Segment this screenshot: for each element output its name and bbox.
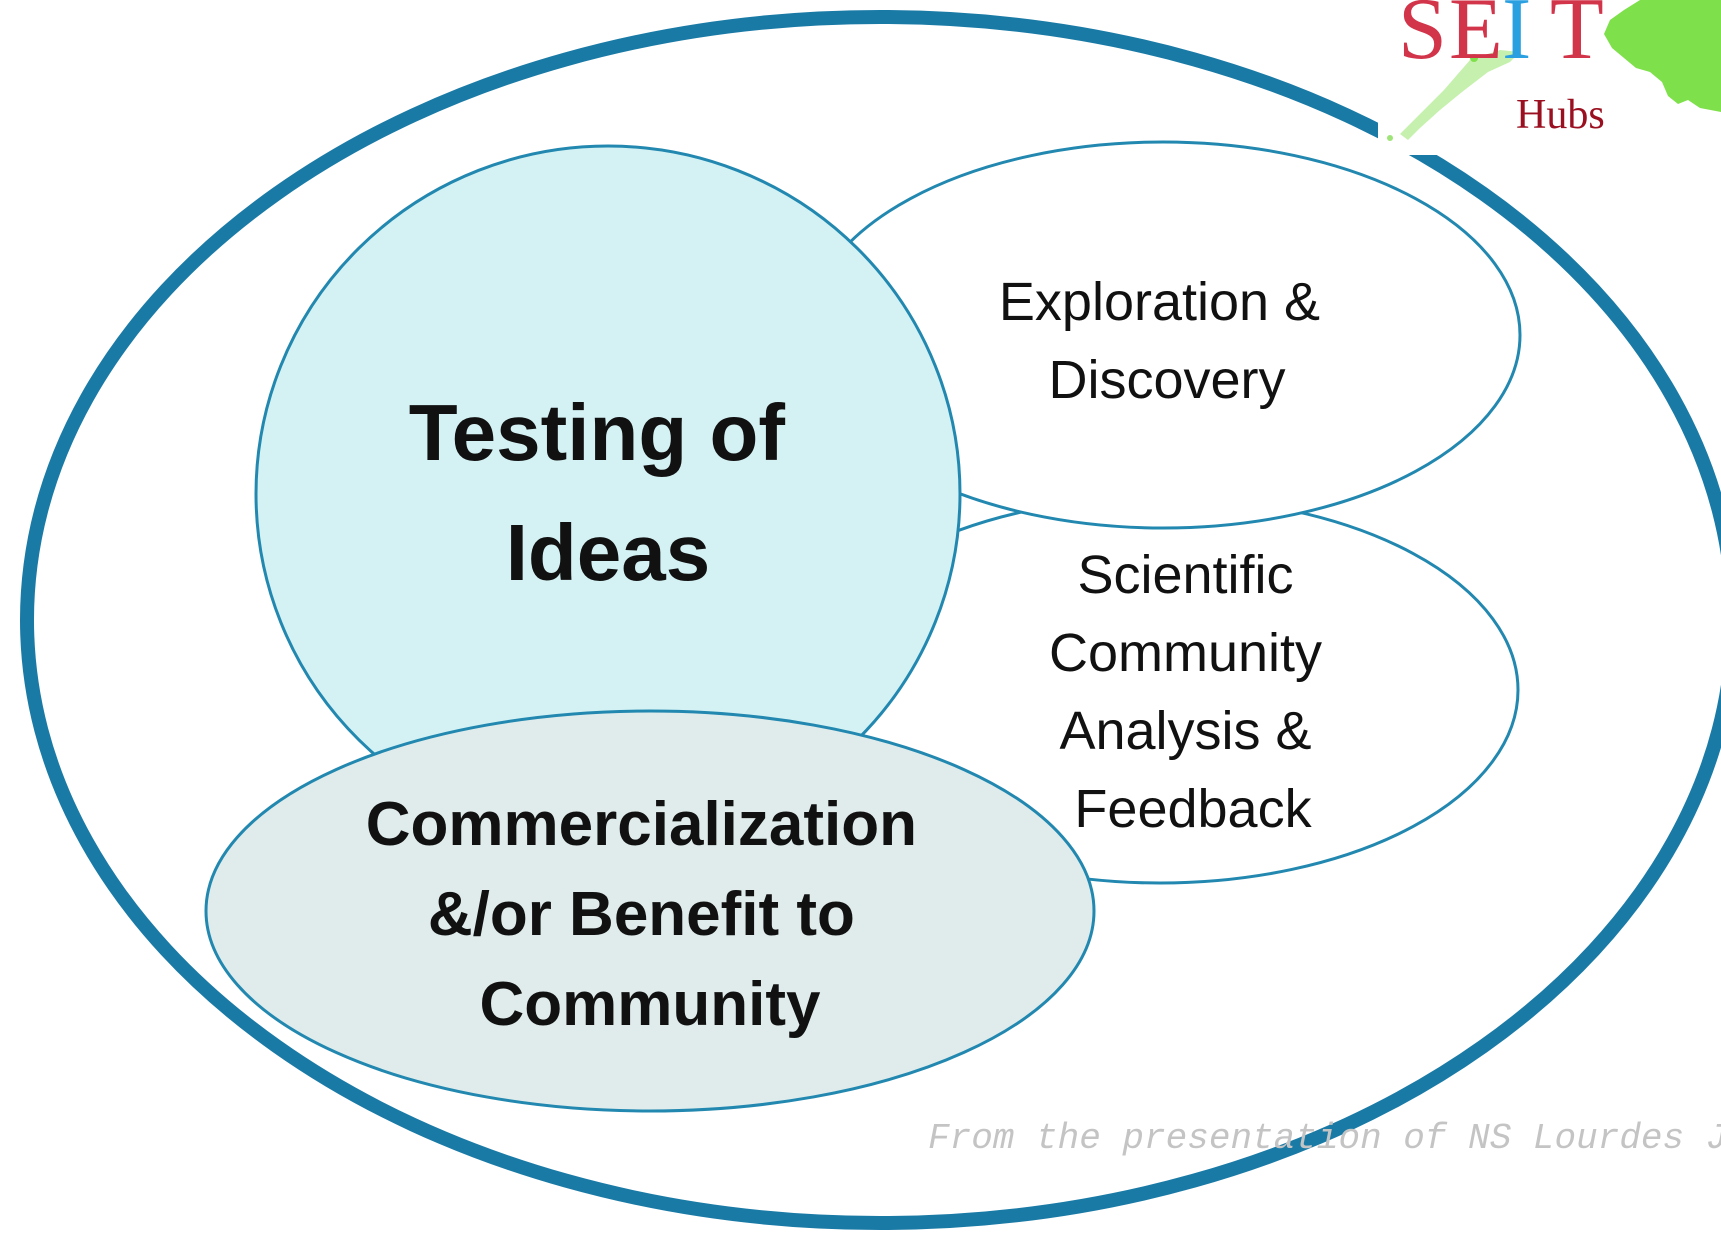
scientific-label-line-4: Feedback <box>1074 779 1312 839</box>
island-dot-icon <box>1470 54 1478 62</box>
seit-hubs-logo: S E I T Hubs <box>1378 0 1721 155</box>
logo-letter-i: I <box>1502 0 1531 78</box>
scientific-label-line-2: Community <box>1049 623 1322 683</box>
scientific-label: Scientific Community Analysis & Feedback <box>1049 545 1337 839</box>
scientific-label-line-3: Analysis & <box>1059 701 1311 761</box>
scientific-label-line-1: Scientific <box>1077 545 1293 605</box>
island-map-icon <box>1604 0 1721 112</box>
exploration-label: Exploration & Discovery <box>999 272 1335 410</box>
testing-label-line-2: Ideas <box>506 508 711 597</box>
exploration-label-line-2: Discovery <box>1048 350 1285 410</box>
exploration-label-line-1: Exploration & <box>999 272 1320 332</box>
island-dot-icon <box>1387 135 1393 141</box>
testing-label-line-1: Testing of <box>409 388 786 477</box>
commercialization-label-line-3: Community <box>480 970 822 1039</box>
outer-ellipse <box>20 10 1721 1230</box>
attribution-text: From the presentation of NS Lourdes J. C… <box>928 1118 1721 1159</box>
commercialization-label-line-1: Commercialization <box>366 790 917 859</box>
commercialization-label-line-2: &/or Benefit to <box>428 880 855 949</box>
logo-subtitle: Hubs <box>1516 92 1605 138</box>
logo-letter-s: S <box>1398 0 1447 78</box>
island-speckles-icon <box>1400 50 1520 140</box>
logo-letters: S E I T <box>1398 0 1604 78</box>
logo-letter-t: T <box>1550 0 1604 78</box>
logo-letter-e: E <box>1449 0 1503 78</box>
commercialization-ellipse <box>204 709 1096 1113</box>
commercialization-label: Commercialization &/or Benefit to Commun… <box>366 790 934 1039</box>
testing-label: Testing of Ideas <box>409 388 807 597</box>
